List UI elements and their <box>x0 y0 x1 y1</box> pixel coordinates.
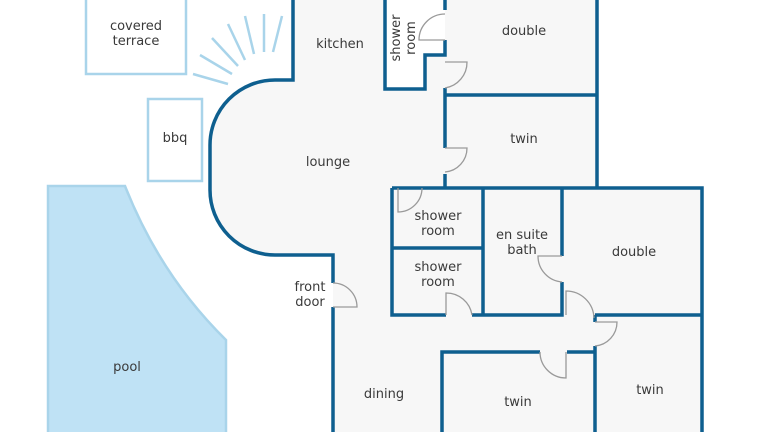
bbq-area <box>146 97 204 183</box>
label-double-top: double <box>502 24 546 39</box>
walls <box>208 0 704 432</box>
label-pool: pool <box>113 360 141 375</box>
label-shower-room-top: showerroom <box>389 14 419 62</box>
covered-terrace-area <box>84 0 188 76</box>
pool-area <box>46 184 228 432</box>
label-bbq: bbq <box>163 131 188 146</box>
doors <box>332 13 618 379</box>
label-kitchen: kitchen <box>316 37 364 52</box>
label-twin-upper: twin <box>510 132 538 147</box>
label-twin-right: twin <box>636 383 664 398</box>
label-double-right: double <box>612 245 656 260</box>
label-dining: dining <box>364 387 404 402</box>
sun-rays-icon <box>192 14 284 86</box>
label-lounge: lounge <box>306 155 350 170</box>
label-twin-middle: twin <box>504 395 532 410</box>
